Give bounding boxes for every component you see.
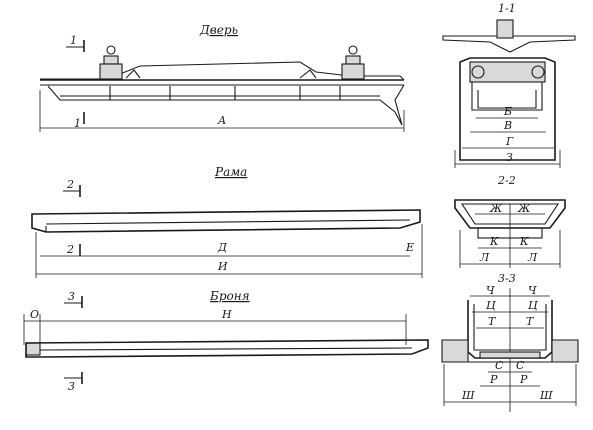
cut-marker-2-bottom: 2 (66, 243, 74, 256)
dim-E: Е (405, 241, 414, 254)
dim-K-left: К (489, 235, 499, 248)
dim-Sh-left: Ш (461, 389, 475, 402)
section-1-1-title: 1-1 (498, 2, 516, 15)
door-view: Дверь 1 А 1 (39, 23, 405, 132)
dim-Ts-right: Ц (528, 299, 538, 312)
dim-D: Д (217, 241, 228, 254)
door-title: Дверь (199, 23, 238, 37)
dim-N: Н (221, 308, 232, 321)
dim-L-right: Л (527, 251, 538, 264)
dim-Zh-right: Ж (517, 202, 531, 215)
lifting-eye-right (341, 45, 365, 80)
cut-marker-1-bottom: 1 (74, 117, 81, 130)
dim-R-right: Р (519, 373, 528, 386)
lifting-eye-left (99, 45, 123, 80)
section-3-3-title: 3-3 (498, 272, 516, 285)
dim-Z: З (506, 151, 513, 164)
dim-T-left: Т (488, 315, 497, 328)
cut-marker-2-top: 2 (66, 178, 74, 191)
dim-T-right: Т (526, 315, 535, 328)
frame-view: Рама 2 Д Е И 2 (31, 165, 423, 278)
dim-B: Б (503, 105, 512, 118)
dim-Sh-right: Ш (539, 389, 553, 402)
dim-G: Г (505, 135, 514, 148)
dim-K-right: К (519, 235, 529, 248)
dim-Ts-left: Ц (486, 299, 496, 312)
dim-A: А (217, 114, 226, 127)
dim-Ch-left: Ч (486, 284, 495, 297)
cut-marker-3-top: 3 (68, 290, 75, 303)
cut-marker-3-bottom: 3 (68, 380, 75, 393)
frame-title: Рама (214, 165, 247, 179)
dim-O: О (30, 308, 39, 321)
dim-V: В (503, 119, 512, 132)
armor-view: Броня 3 О Н 3 (23, 289, 429, 393)
dim-Ch-right: Ч (528, 284, 537, 297)
armor-title: Броня (209, 289, 250, 303)
dim-S-right: С (516, 359, 525, 372)
dim-L-left: Л (479, 251, 490, 264)
section-2-2: 2-2 Ж Ж К К Л Л (454, 174, 566, 268)
dim-I: И (217, 260, 228, 273)
section-2-2-title: 2-2 (497, 174, 516, 187)
dim-Zh-left: Ж (489, 202, 503, 215)
section-1-1: 1-1 Б В Г З (442, 2, 576, 168)
dim-S-left: С (495, 359, 504, 372)
section-3-3: 3-3 Ч Ч Ц Ц Т Т С С Р Р Ш Ш (441, 272, 579, 412)
dim-R-left: Р (489, 373, 498, 386)
cut-marker-1-top: 1 (70, 34, 77, 47)
